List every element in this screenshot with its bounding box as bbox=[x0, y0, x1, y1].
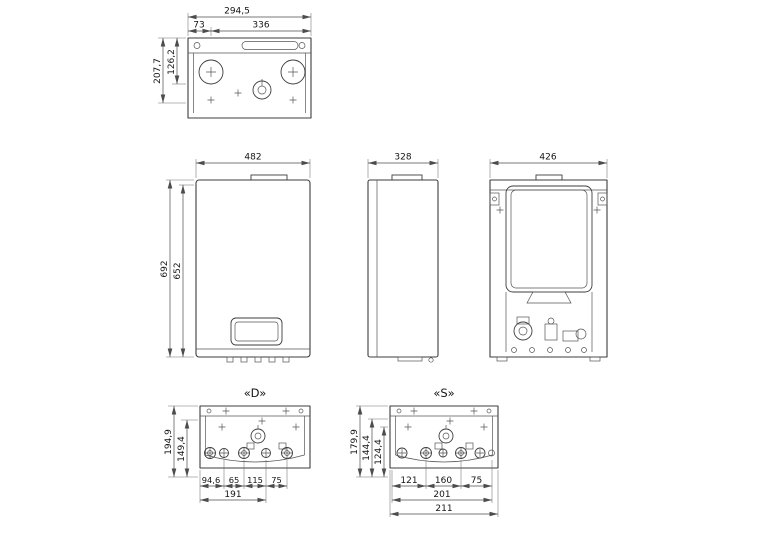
center-mark bbox=[410, 407, 418, 415]
front-view-dimensions: 482 692 652 bbox=[160, 153, 311, 358]
dim-d-depth-outer: 194,9 bbox=[164, 429, 174, 455]
dim-s-seg1: 121 bbox=[400, 476, 417, 486]
center-mark bbox=[218, 423, 226, 431]
center-mark bbox=[258, 417, 266, 425]
hydraulic-components bbox=[511, 317, 587, 353]
dim-top-depth-outer: 207,7 bbox=[153, 58, 163, 84]
flue-hood bbox=[526, 291, 572, 304]
flue-collar bbox=[535, 174, 563, 181]
bottom-view-s-label: «S» bbox=[433, 386, 454, 400]
bottom-view-s: «S» bbox=[389, 386, 499, 469]
top-view-dimensions: 294,5 73 336 207,7 126,2 bbox=[153, 7, 312, 104]
center-mark bbox=[446, 417, 454, 425]
bottom-view-s-dimensions: 179,9 144,4 124,4 121 160 75 201 211 bbox=[350, 405, 499, 517]
flue-opening-right bbox=[280, 59, 306, 85]
dim-front-width: 482 bbox=[244, 153, 261, 163]
center-mark bbox=[480, 423, 488, 431]
dim-d-seg4: 75 bbox=[271, 475, 282, 485]
flue-collar bbox=[391, 174, 423, 181]
bottom-foot bbox=[589, 356, 601, 362]
control-panel bbox=[230, 317, 283, 346]
pipe-connections bbox=[396, 447, 495, 459]
dim-d-seg2: 65 bbox=[229, 475, 240, 485]
center-mark bbox=[470, 407, 478, 415]
center-mark bbox=[404, 423, 412, 431]
dim-d-total: 191 bbox=[224, 490, 241, 500]
dim-s-seg3: 75 bbox=[471, 476, 482, 486]
bottom-view-d-dimensions: 194,9 149,4 94,6 65 115 75 191 bbox=[164, 405, 288, 503]
dim-front-height-inner: 652 bbox=[173, 262, 183, 279]
flue-opening-left bbox=[198, 59, 224, 85]
dim-d-seg3: 115 bbox=[247, 475, 263, 485]
mounting-bracket-right bbox=[597, 192, 608, 206]
dim-d-depth-inner: 149,4 bbox=[177, 436, 187, 462]
dim-s-seg2: 160 bbox=[435, 476, 452, 486]
screw-hole-right bbox=[298, 42, 306, 49]
bottom-connection-stubs bbox=[226, 356, 290, 363]
gas-valve-bottom bbox=[250, 425, 266, 444]
gas-valve-top bbox=[252, 79, 272, 100]
pump bbox=[513, 316, 533, 341]
combustion-chamber bbox=[505, 185, 593, 293]
mounting-bracket-left bbox=[489, 192, 500, 206]
dim-side-depth: 328 bbox=[394, 153, 411, 163]
drain-point bbox=[428, 357, 434, 363]
center-mark bbox=[234, 89, 242, 97]
center-mark bbox=[282, 407, 290, 415]
flue-collar bbox=[250, 174, 288, 181]
dim-s-depth-mid: 144,4 bbox=[362, 435, 372, 461]
rear-view bbox=[489, 174, 608, 362]
screw-hole-left bbox=[193, 42, 201, 49]
dim-s-depth-outer: 179,9 bbox=[350, 429, 360, 455]
dim-d-seg1: 94,6 bbox=[202, 475, 220, 485]
dim-top-width-left: 73 bbox=[193, 21, 204, 31]
center-mark bbox=[207, 96, 215, 104]
bottom-view-d-label: «D» bbox=[244, 386, 267, 400]
curved-underside bbox=[395, 454, 493, 463]
side-view bbox=[367, 174, 439, 363]
center-mark bbox=[222, 407, 230, 415]
dim-top-width-total: 294,5 bbox=[224, 7, 250, 17]
center-mark bbox=[593, 206, 601, 214]
bottom-view-d: «D» bbox=[199, 386, 311, 469]
front-view bbox=[195, 174, 311, 363]
top-view bbox=[187, 37, 312, 119]
gas-valve-bottom bbox=[438, 425, 454, 444]
side-view-dimensions: 328 bbox=[367, 153, 439, 178]
dim-s-total2: 211 bbox=[435, 504, 452, 514]
curved-underside bbox=[205, 454, 305, 463]
dim-rear-width: 426 bbox=[539, 153, 556, 163]
dim-s-depth-inner: 124,4 bbox=[374, 439, 384, 465]
dim-s-total1: 201 bbox=[433, 490, 450, 500]
pipe-connections bbox=[204, 447, 293, 459]
bottom-foot bbox=[496, 356, 508, 362]
handle-slot bbox=[241, 41, 299, 50]
dim-top-depth-inner: 126,2 bbox=[167, 49, 177, 75]
center-mark bbox=[292, 423, 300, 431]
center-mark bbox=[289, 96, 297, 104]
rear-view-dimensions: 426 bbox=[489, 153, 608, 178]
center-mark bbox=[496, 206, 504, 214]
dim-front-height-outer: 692 bbox=[160, 260, 170, 277]
dim-top-width-right: 336 bbox=[252, 21, 269, 31]
bottom-foot bbox=[397, 356, 423, 362]
